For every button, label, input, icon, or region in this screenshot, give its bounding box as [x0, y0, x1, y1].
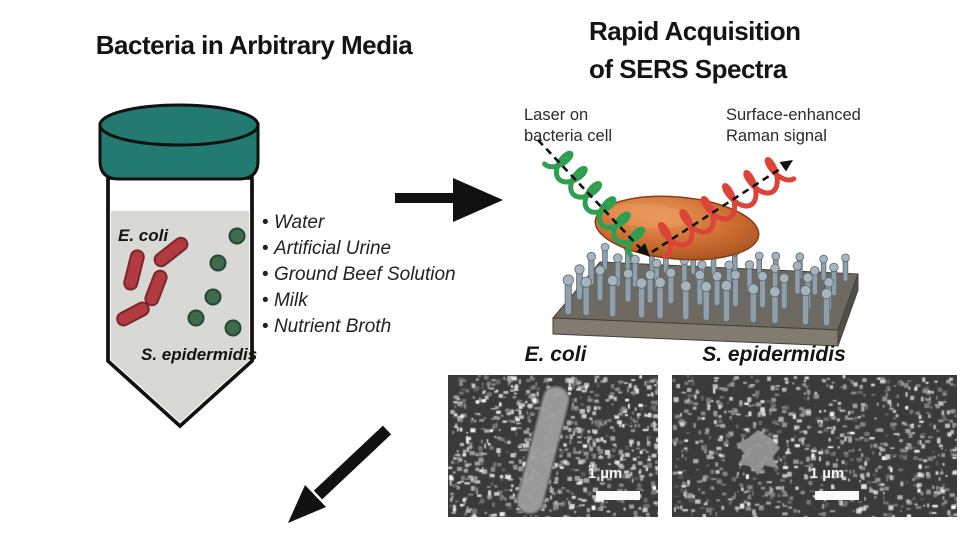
sers-scene	[537, 139, 859, 347]
raman-path-arrow-icon	[651, 160, 793, 254]
flow-arrow-down-left-icon	[288, 425, 392, 523]
media-item: Milk	[262, 288, 452, 314]
right-panel-title: Rapid Acquisition of SERS Spectra	[589, 12, 849, 88]
media-item: Artificial Urine	[262, 236, 452, 262]
media-list: Water Artificial Urine Ground Beef Solut…	[262, 210, 456, 340]
right-panel-title-line2: of SERS Spectra	[589, 54, 787, 84]
scale-bar-icon	[596, 491, 640, 500]
media-item: Water	[262, 210, 452, 236]
raman-signal-coil-icon	[658, 157, 797, 260]
tube-label-ecoli: E. coli	[118, 226, 169, 245]
nanopillar-platform-side	[837, 273, 859, 347]
right-panel-title-line1: Rapid Acquisition	[589, 16, 801, 46]
tube-cap-top	[98, 103, 260, 147]
scale-bar-icon	[815, 491, 859, 500]
sem-label-sepidermidis: S. epidermidis	[702, 343, 846, 366]
raman-annotation: Surface-enhanced Raman signal	[726, 106, 861, 145]
scale-label-left: 1 µm	[587, 465, 623, 482]
sample-tube-icon: E. coli S. epidermidis	[98, 103, 260, 429]
ecoli-rods-icon	[116, 236, 189, 327]
media-item: Nutrient Broth	[262, 314, 452, 340]
laser-beam-coil-icon	[542, 150, 646, 258]
sepidermidis-cocci-icon	[187, 227, 246, 337]
scale-label-right: 1 µm	[809, 465, 845, 482]
laser-path-arrow-icon	[537, 139, 650, 257]
media-item: Ground Beef Solution	[262, 262, 456, 288]
tube-label-sepidermidis: S. epidermidis	[141, 345, 257, 364]
laser-annotation: Laser on bacteria cell	[524, 106, 613, 145]
nanopillars-back	[586, 242, 850, 297]
sem-label-ecoli: E. coli	[524, 343, 587, 366]
left-panel-title: Bacteria in Arbitrary Media	[95, 30, 413, 60]
flow-arrow-right-icon	[395, 178, 503, 222]
nanopillars-front	[562, 264, 834, 327]
bacterium-cell-icon	[594, 195, 760, 261]
sem-image-sepidermidis	[672, 375, 957, 517]
